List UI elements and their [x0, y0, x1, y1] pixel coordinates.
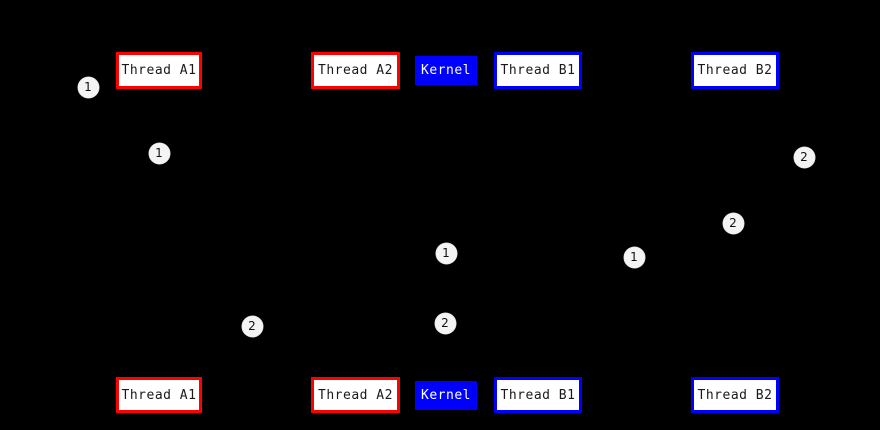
msg-5	[158, 289, 446, 350]
participant-thread-a2[interactable]: Thread A2	[311, 52, 400, 89]
msg-6	[445, 295, 538, 346]
participant-label: Kernel	[421, 388, 471, 403]
lifeline-thread-a2	[355, 89, 356, 377]
participant-label: Thread A2	[318, 387, 393, 403]
participant-label: Thread B2	[697, 387, 773, 403]
msg-3	[354, 220, 446, 263]
sequence-badge-number: 1	[84, 80, 92, 94]
participant-thread-a1[interactable]: Thread A1	[116, 52, 202, 89]
sequence-badge-1: 1	[435, 242, 457, 264]
sequence-badge-number: 2	[800, 150, 808, 164]
msg-1	[158, 120, 355, 171]
sequence-badge-2: 2	[434, 312, 456, 334]
sequence-badge-2: 2	[722, 212, 744, 234]
sequence-badge-number: 1	[442, 246, 450, 260]
participant-label: Kernel	[421, 63, 471, 78]
participant-thread-b2[interactable]: Thread B2	[691, 52, 779, 89]
sequence-badge-1: 1	[623, 246, 645, 268]
participant-thread-a1-bottom[interactable]: Thread A1	[116, 377, 202, 413]
lifeline-thread-a1	[159, 89, 160, 377]
participant-label: Thread B1	[500, 387, 576, 403]
msg-4	[445, 224, 538, 268]
participant-label: Thread B2	[697, 63, 773, 78]
participant-thread-b1[interactable]: Thread B1	[494, 52, 582, 89]
participant-label: Thread B1	[500, 63, 576, 78]
participant-thread-a2-bottom[interactable]: Thread A2	[311, 377, 400, 413]
participant-label: Thread A1	[121, 387, 197, 403]
sequence-badge-1: 1	[77, 76, 99, 98]
lifeline-kernel	[446, 85, 447, 381]
participant-thread-b2-bottom[interactable]: Thread B2	[691, 377, 779, 413]
participant-thread-b1-bottom[interactable]: Thread B1	[494, 377, 582, 413]
participant-label: Thread A2	[318, 63, 393, 78]
participant-kernel-bottom[interactable]: Kernel	[415, 381, 477, 410]
lifeline-thread-b1	[538, 89, 539, 377]
sequence-badge-number: 1	[155, 146, 163, 160]
sequence-badge-1: 1	[148, 142, 170, 164]
sequence-badge-number: 2	[729, 216, 737, 230]
sequence-badge-number: 2	[248, 319, 256, 333]
participant-kernel[interactable]: Kernel	[415, 56, 477, 85]
participant-label: Thread A1	[121, 63, 197, 78]
sequence-badge-number: 1	[630, 250, 638, 264]
sequence-badge-2: 2	[241, 315, 263, 337]
sequence-badge-2: 2	[793, 146, 815, 168]
msg-2	[537, 119, 734, 190]
sequence-badge-number: 2	[441, 316, 449, 330]
